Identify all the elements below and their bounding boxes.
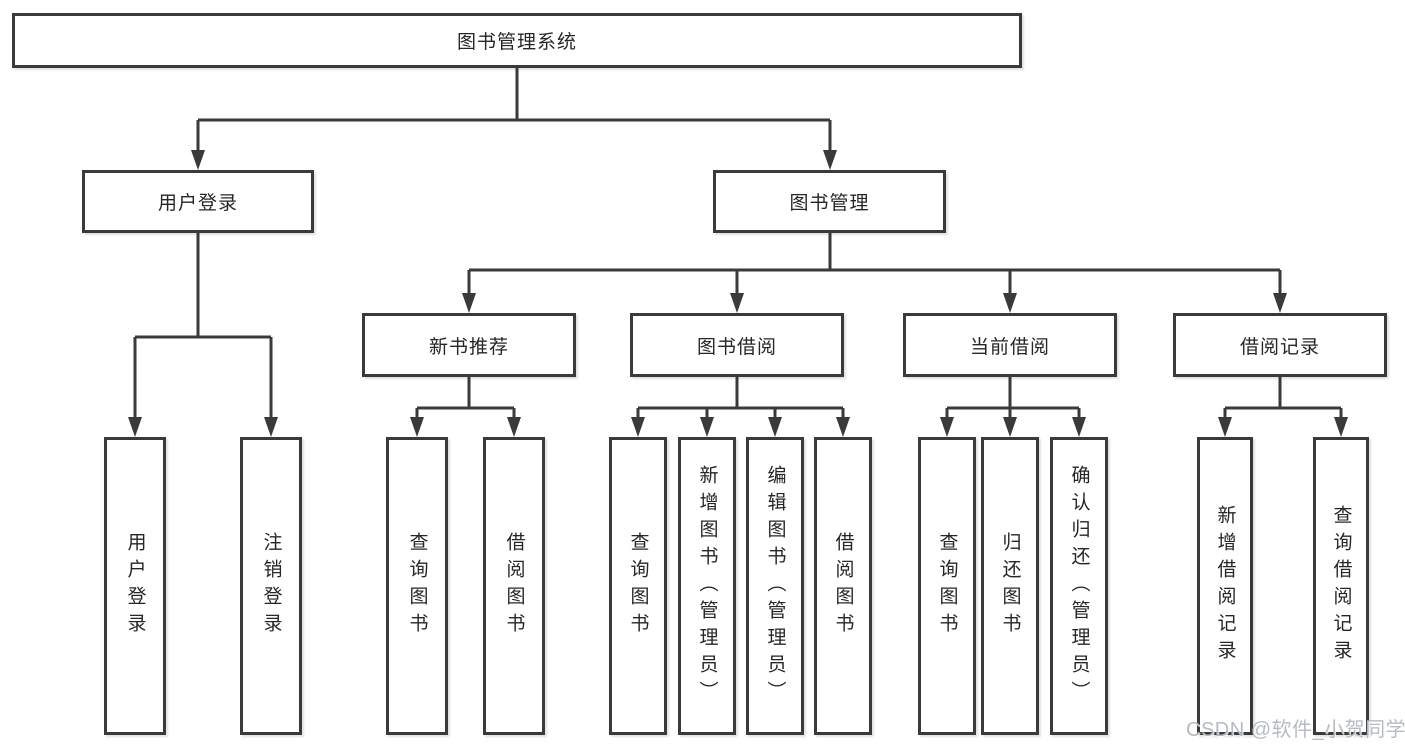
node-root: 图书管理系统 [12, 13, 1022, 68]
leaf-user-login: 用户登录 [104, 437, 166, 735]
leaf-newbooks-borrow: 借阅图书 [483, 437, 545, 735]
leaf-newbooks-query-label: 查询图书 [406, 532, 428, 640]
leaf-logout: 注销登录 [240, 437, 302, 735]
node-root-label: 图书管理系统 [456, 32, 577, 53]
leaf-borrow-query-label: 查询图书 [627, 532, 649, 640]
connector-user-login-children [128, 233, 278, 437]
node-new-books-label: 新书推荐 [428, 336, 509, 358]
leaf-borrow-add-label: 新增图书（管理员） [696, 464, 718, 708]
leaf-records-add-label: 新增借阅记录 [1214, 505, 1236, 667]
leaf-current-return-label: 归还图书 [999, 532, 1021, 640]
node-user-login-label: 用户登录 [157, 193, 238, 214]
leaf-records-query: 查询借阅记录 [1313, 437, 1369, 735]
leaf-borrow-add: 新增图书（管理员） [678, 437, 736, 735]
leaf-borrow-query: 查询图书 [609, 437, 667, 735]
leaf-user-login-label: 用户登录 [124, 532, 146, 640]
connector-current-borrow-children [940, 377, 1086, 437]
leaf-records-add: 新增借阅记录 [1197, 437, 1253, 735]
leaf-borrow-edit-label: 编辑图书（管理员） [764, 464, 786, 708]
leaf-logout-label: 注销登录 [260, 532, 282, 640]
leaf-newbooks-borrow-label: 借阅图书 [503, 532, 525, 640]
leaf-records-query-label: 查询借阅记录 [1330, 505, 1352, 667]
node-new-books: 新书推荐 [362, 313, 576, 377]
leaf-current-confirm: 确认归还（管理员） [1050, 437, 1108, 735]
connector-borrow-records-children [1218, 377, 1348, 437]
leaf-borrow-edit: 编辑图书（管理员） [746, 437, 804, 735]
leaf-borrow-borrow: 借阅图书 [814, 437, 872, 735]
node-borrow-records: 借阅记录 [1173, 313, 1387, 377]
connector-book-mgmt-children [462, 233, 1287, 313]
node-book-borrow: 图书借阅 [630, 313, 844, 377]
leaf-borrow-borrow-label: 借阅图书 [832, 532, 854, 640]
leaf-current-query: 查询图书 [918, 437, 976, 735]
leaf-current-confirm-label: 确认归还（管理员） [1068, 464, 1090, 708]
connector-book-borrow-children [631, 377, 850, 437]
node-user-login: 用户登录 [82, 170, 314, 233]
connector-root-to-level2 [191, 68, 837, 170]
node-borrow-records-label: 借阅记录 [1239, 336, 1320, 358]
leaf-newbooks-query: 查询图书 [386, 437, 448, 735]
node-book-mgmt: 图书管理 [713, 170, 946, 233]
node-book-borrow-label: 图书借阅 [696, 336, 777, 358]
node-current-borrow: 当前借阅 [903, 313, 1117, 377]
connector-new-books-children [410, 377, 521, 437]
watermark-text: CSDN @软件_小贺同学 [1186, 719, 1405, 741]
node-current-borrow-label: 当前借阅 [969, 336, 1050, 358]
node-book-mgmt-label: 图书管理 [789, 193, 870, 214]
leaf-current-query-label: 查询图书 [936, 532, 958, 640]
leaf-current-return: 归还图书 [981, 437, 1039, 735]
